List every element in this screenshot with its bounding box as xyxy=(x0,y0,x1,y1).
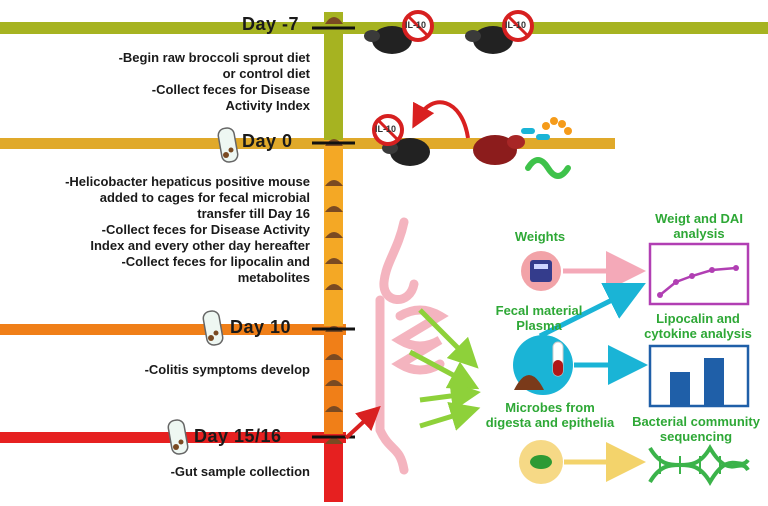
bar-chart-bar-1 xyxy=(670,372,690,406)
day-10-notes: -Colitis symptoms develop xyxy=(144,362,310,377)
dna-rungs xyxy=(659,456,721,474)
day-0-notes: -Helicobacter hepaticus positive mouse a… xyxy=(65,174,310,285)
collection-arrow xyxy=(344,405,381,440)
day-15-label: Day 15/16 xyxy=(194,426,282,446)
weight-dai-label: Weigt and DAI analysis xyxy=(655,211,743,241)
dna-icon xyxy=(648,444,750,486)
timeline-segment-3 xyxy=(324,326,343,434)
il10-label-1: IL-10 xyxy=(405,20,427,30)
bacteria-icons xyxy=(521,117,572,179)
il10-label-3: IL-10 xyxy=(375,124,397,134)
bar-chart-bar-2 xyxy=(704,358,724,406)
day-10-bar xyxy=(0,324,346,335)
timeline-segment-1 xyxy=(324,12,343,140)
il10-slashes xyxy=(376,14,530,142)
microbes-label: Microbes from digesta and epithelia xyxy=(485,400,615,430)
il10-label-2: IL-10 xyxy=(505,20,527,30)
line-chart-points xyxy=(657,265,739,298)
weights-label: Weights xyxy=(514,229,566,244)
fecal-plasma-label: Fecal material Plasma xyxy=(495,303,583,333)
timeline-segment-4 xyxy=(324,434,343,502)
transfer-arrow xyxy=(412,100,470,139)
day-15-notes: -Gut sample collection xyxy=(170,464,310,479)
lipocalin-label: Lipocalin and cytokine analysis xyxy=(644,311,752,341)
mouse-icons xyxy=(364,26,525,166)
sequencing-label: Bacterial community sequencing xyxy=(632,414,760,444)
intestine-icon xyxy=(375,217,449,475)
tube-pellets xyxy=(173,147,234,450)
day-minus7-label: Day -7 xyxy=(242,14,300,34)
day-0-bar xyxy=(0,138,615,149)
sample-arrows xyxy=(408,308,481,431)
test-tube-icons xyxy=(167,127,239,455)
day-10-label: Day 10 xyxy=(230,317,292,337)
plasma-arrow xyxy=(538,283,646,339)
bar-chart-box xyxy=(648,344,750,408)
day-0-label: Day 0 xyxy=(242,131,293,151)
day-minus7-notes: -Begin raw broccoli sprout diet or contr… xyxy=(118,50,310,113)
